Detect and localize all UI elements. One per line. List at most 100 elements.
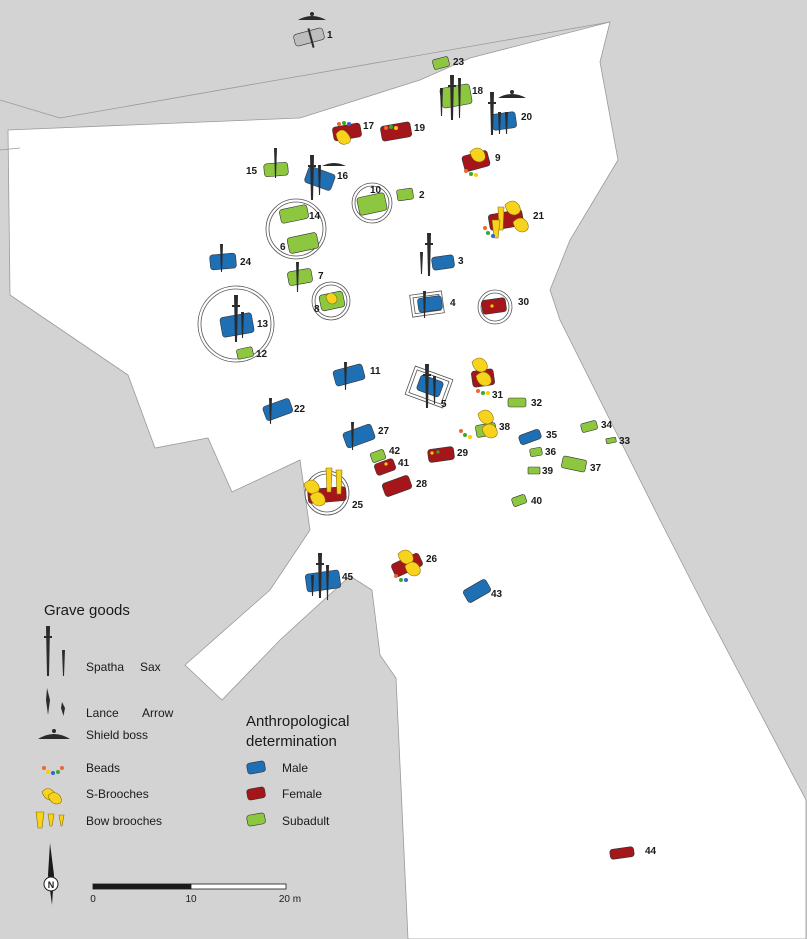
grave-label-41: 41 xyxy=(398,458,410,469)
grave-label-33: 33 xyxy=(619,436,631,447)
beads-icon xyxy=(42,766,64,775)
legend-arrow: Arrow xyxy=(142,706,174,720)
grave-41 xyxy=(374,458,396,476)
grave-33 xyxy=(605,437,617,444)
grave-label-30: 30 xyxy=(518,297,530,308)
legend-female-swatch xyxy=(246,786,266,801)
grave-30 xyxy=(481,297,507,315)
bow-brooch-icon xyxy=(35,811,65,829)
shield-boss-icon xyxy=(38,729,70,739)
grave-label-7: 7 xyxy=(318,271,324,282)
brooches xyxy=(303,129,529,577)
grave-label-5: 5 xyxy=(441,399,447,410)
grave-12 xyxy=(236,346,254,360)
grave-label-19: 19 xyxy=(414,123,426,134)
grave-label-24: 24 xyxy=(240,257,252,268)
scale-label-0: 0 xyxy=(90,894,96,905)
grave-label-45: 45 xyxy=(342,572,354,583)
grave-label-18: 18 xyxy=(472,86,484,97)
legend-grave-goods: Grave goods Spatha Sax Lance Arrow Shiel… xyxy=(35,602,174,829)
scale-label-20m: 20 m xyxy=(279,894,301,905)
grave-label-15: 15 xyxy=(246,166,258,177)
grave-label-10: 10 xyxy=(370,185,382,196)
road-edge xyxy=(59,21,611,119)
grave-label-2: 2 xyxy=(419,190,425,201)
grave-label-42: 42 xyxy=(389,446,401,457)
legend-male-swatch xyxy=(246,760,266,775)
grave-label-1: 1 xyxy=(327,30,333,41)
spatha-icon xyxy=(44,626,52,676)
legend-male: Male xyxy=(282,761,308,775)
grave-3 xyxy=(431,254,455,271)
grave-label-3: 3 xyxy=(458,256,464,267)
legend-title-grave-goods: Grave goods xyxy=(44,602,130,619)
grave-label-13: 13 xyxy=(257,319,269,330)
grave-label-26: 26 xyxy=(426,554,438,565)
legend-subadult-swatch xyxy=(246,812,266,827)
grave-label-28: 28 xyxy=(416,479,428,490)
grave-label-27: 27 xyxy=(378,426,390,437)
grave-42 xyxy=(369,449,387,463)
grave-14 xyxy=(279,204,309,224)
grave-label-43: 43 xyxy=(491,589,503,600)
legend-s-brooches: S-Brooches xyxy=(86,787,149,801)
grave-6 xyxy=(286,232,320,254)
grave-39 xyxy=(527,466,541,475)
grave-24 xyxy=(209,252,237,271)
grave-7 xyxy=(287,268,313,286)
grave-label-44: 44 xyxy=(645,846,657,857)
grave-28 xyxy=(381,475,413,497)
north-arrow-label: N xyxy=(48,880,55,890)
grave-label-35: 35 xyxy=(546,430,558,441)
grave-19 xyxy=(380,121,412,142)
grave-label-23: 23 xyxy=(453,57,465,68)
grave-label-4: 4 xyxy=(450,298,456,309)
grave-label-38: 38 xyxy=(499,422,511,433)
legend-spatha: Spatha xyxy=(86,660,124,674)
arrow-icon xyxy=(61,702,65,716)
grave-label-17: 17 xyxy=(363,121,375,132)
grave-label-16: 16 xyxy=(337,171,349,182)
grave-44 xyxy=(609,846,635,860)
grave-label-29: 29 xyxy=(457,448,469,459)
grave-label-22: 22 xyxy=(294,404,306,415)
grave-20 xyxy=(491,111,517,131)
grave-label-20: 20 xyxy=(521,112,533,123)
legend-lance: Lance xyxy=(86,706,119,720)
grave-43 xyxy=(463,579,491,603)
grave-35 xyxy=(518,429,542,445)
s-brooch-icon xyxy=(41,788,62,805)
north-arrow: N xyxy=(43,843,59,905)
grave-2 xyxy=(396,187,414,202)
grave-label-34: 34 xyxy=(601,420,613,431)
grave-label-9: 9 xyxy=(495,153,501,164)
grave-27 xyxy=(342,423,376,449)
legend-shield-boss: Shield boss xyxy=(86,728,148,742)
legend-beads: Beads xyxy=(86,761,120,775)
grave-label-40: 40 xyxy=(531,496,543,507)
grave-36 xyxy=(529,447,543,457)
grave-label-32: 32 xyxy=(531,398,543,409)
weapons xyxy=(220,12,526,600)
grave-40 xyxy=(511,494,528,507)
grave-label-11: 11 xyxy=(370,366,381,377)
grave-label-37: 37 xyxy=(590,463,602,474)
grave-label-12: 12 xyxy=(256,349,268,360)
grave-label-39: 39 xyxy=(542,466,554,477)
road-edge xyxy=(0,147,21,151)
grave-label-25: 25 xyxy=(352,500,364,511)
legend-subadult: Subadult xyxy=(282,814,330,828)
legend-anthropology: Anthropological determination Male Femal… xyxy=(246,713,349,828)
grave-4 xyxy=(417,295,443,313)
grave-37 xyxy=(561,455,587,473)
grave-label-31: 31 xyxy=(492,390,504,401)
grave-label-36: 36 xyxy=(545,447,557,458)
grave-11 xyxy=(332,363,366,387)
grave-1 xyxy=(293,27,325,47)
sax-icon xyxy=(62,650,65,676)
scale-bar: 0 10 20 m xyxy=(90,883,301,905)
grave-10 xyxy=(356,192,388,216)
legend-sax: Sax xyxy=(140,660,161,674)
grave-label-21: 21 xyxy=(533,211,545,222)
